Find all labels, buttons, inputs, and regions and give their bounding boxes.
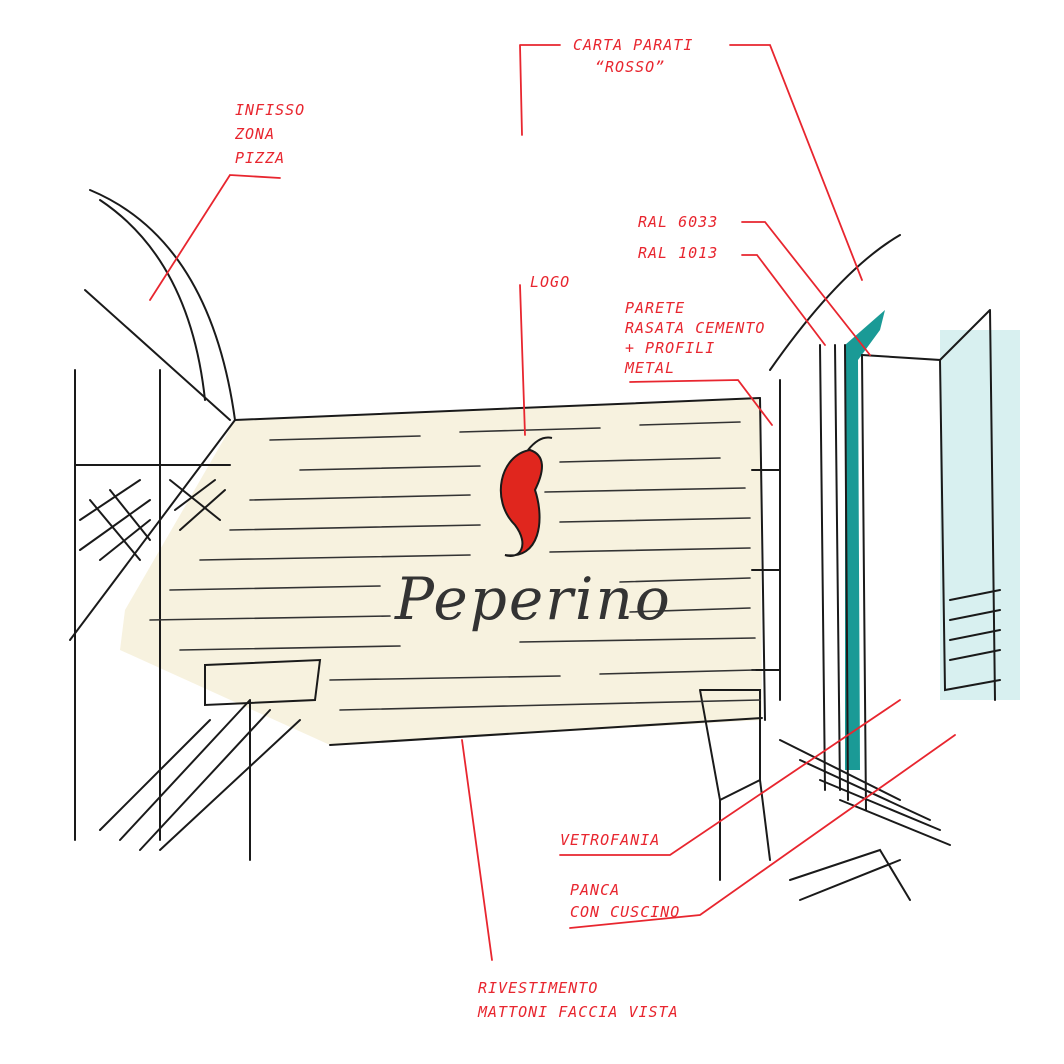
logo-wordmark: Peperino [395, 565, 672, 633]
annotation-window-film: VETROFANIA [560, 831, 661, 849]
annotation-window-area: PIZZA [235, 149, 286, 167]
chili-logo-icon [499, 448, 543, 557]
brick-wall-fill [120, 398, 762, 745]
annotation-window: INFISSO [235, 101, 306, 119]
annotation-wall-3: + PROFILI [625, 339, 716, 357]
annotation-wallpaper: CARTA PARATI [573, 36, 694, 54]
teal-strip [845, 310, 885, 770]
annotation-ral-6033: RAL 6033 [638, 213, 719, 231]
annotation-wall-1: PARETE [625, 299, 686, 317]
teal-light-panel [940, 330, 1020, 700]
chili-stem-icon [527, 436, 553, 451]
annotation-logo: LOGO [530, 273, 571, 291]
annotation-cladding: RIVESTIMENTO [478, 979, 599, 997]
annotation-window-zone: ZONA [235, 125, 276, 143]
annotation-wall-4: METAL [625, 359, 676, 377]
annotation-wall-2: RASATA CEMENTO [625, 319, 766, 337]
annotation-wallpaper-color: “ROSSO” [595, 58, 666, 76]
annotation-ral-1013: RAL 1013 [638, 244, 719, 262]
annotation-bench: PANCA [570, 881, 621, 899]
annotation-bench-cushion: CON CUSCINO [570, 903, 681, 921]
brick-courses [149, 421, 761, 711]
annotation-leaders [149, 44, 956, 961]
annotation-cladding-bricks: MATTONI FACCIA VISTA [478, 1003, 679, 1021]
